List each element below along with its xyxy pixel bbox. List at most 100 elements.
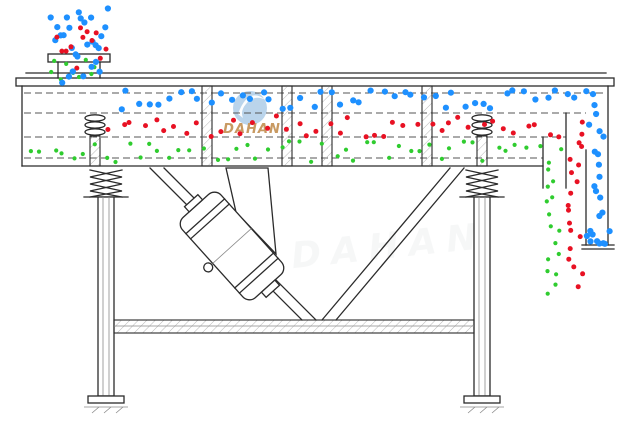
medium-discharge-column-particle [577,234,583,240]
feed-stream-medium-particle [78,25,83,31]
feed-stream-medium-particle [59,48,65,54]
feed-stream-coarse-particle [98,33,105,40]
stiffener-1 [201,85,213,167]
feed-stream-coarse-particle [63,14,70,21]
bottom-deck-fine-particle [409,148,414,154]
bottom-deck-fine-particle [446,146,452,151]
bottom-deck-fine-particle [417,149,422,154]
bottom-deck-fine-particle [286,139,292,144]
mid-deck-medium-particle [445,120,451,126]
top-deck-coarse-particle [279,105,286,112]
top-deck-coarse-particle [504,90,511,97]
mid-deck-medium-particle [337,130,343,136]
top-deck-coarse-particle [391,93,398,100]
top-deck-coarse-particle [118,106,125,113]
mid-deck-medium-particle [208,134,214,139]
fine-discharge-column-particle [546,167,551,172]
top-deck-coarse-particle [520,88,528,95]
fine-discharge-column-particle [550,195,555,200]
bottom-deck-fine-particle [154,148,159,153]
coarse-discharge-column-particle [595,161,603,168]
feed-stream-fine-particle [49,69,54,75]
top-deck-coarse-particle [146,101,153,108]
top-deck-coarse-particle [432,92,439,100]
bottom-deck-fine-particle [113,159,118,165]
top-deck-coarse-particle [166,95,173,102]
mid-deck-medium-particle [400,123,406,128]
isolation-mount-right [471,114,493,167]
screen-lid [15,77,615,87]
mid-deck-medium-particle [237,131,243,137]
motor-bracket [225,167,277,256]
mid-deck-medium-particle [122,122,128,128]
coarse-discharge-pile-particle [587,238,594,245]
mid-deck-medium-particle [273,113,279,119]
top-deck-coarse-particle [509,87,516,94]
bottom-deck-fine-particle [128,141,133,146]
coarse-discharge-pile-particle [583,232,591,240]
medium-discharge-column-particle [565,203,571,208]
top-deck-coarse-particle [287,104,294,111]
feed-stream-medium-particle [89,38,95,43]
mid-deck-medium-particle [465,124,471,130]
mid-deck-medium-particle [372,132,377,138]
feed-stream-coarse-particle [95,45,102,52]
fine-discharge-column-particle [559,147,564,152]
medium-discharge-column-particle [566,256,572,262]
bottom-deck-fine-particle [36,149,42,154]
bottom-deck-fine-particle [297,139,302,144]
medium-discharge-column-particle [568,227,574,233]
bottom-deck-fine-particle [350,158,356,163]
feed-stream-medium-particle [63,48,69,54]
bottom-deck-fine-particle [80,151,85,157]
coarse-discharge-column-particle [591,183,598,190]
top-deck-coarse-particle [447,89,454,96]
bottom-deck-fine-particle [396,143,401,149]
mid-deck-medium-particle [500,126,506,132]
top-deck-coarse-particle [122,87,129,94]
top-deck-coarse-particle [367,87,374,94]
mid-deck-medium-particle [531,122,537,128]
medium-discharge-column-particle [571,264,577,270]
medium-discharge-column-particle [567,156,573,162]
feed-stream-medium-particle [93,30,99,36]
top-deck-coarse-particle [551,87,559,94]
coarse-discharge-column-particle [593,110,600,118]
bottom-deck-fine-particle [319,141,324,146]
mid-deck-medium-particle [161,128,167,134]
brand-logo: DAHAN [223,91,280,137]
mid-deck-medium-particle [389,119,395,125]
bottom-deck-fine-particle [54,148,59,153]
fine-discharge-column-particle [544,199,549,204]
fine-discharge-column-particle [553,282,558,287]
top-deck-coarse-particle [178,89,185,96]
top-deck-coarse-particle [589,91,597,98]
fine-discharge-column-particle [545,291,550,296]
particles-layer [28,5,613,296]
motor-end-cap [260,279,281,299]
top-deck-coarse-particle [311,103,318,110]
bottom-deck-fine-particle [280,145,285,150]
feed-duct-coarse-particle [92,58,99,65]
top-deck-coarse-particle [239,92,246,99]
top-deck-coarse-particle [336,101,344,108]
feed-stream-coarse-particle [75,9,82,16]
feed-duct-coarse-particle [59,79,66,86]
bottom-deck-fine-particle [335,154,340,159]
top-deck-coarse-particle [486,105,494,112]
coarse-discharge-column-particle [591,102,598,109]
bottom-deck-fine-particle [512,142,517,147]
top-deck-coarse-particle [193,95,200,102]
mid-deck-medium-particle [105,127,111,132]
bottom-deck-fine-particle [28,149,33,154]
fine-discharge-column-particle [556,251,561,257]
mid-deck-medium-particle [439,128,445,133]
top-deck-coarse-particle [355,99,362,106]
stiffener-2 [281,85,293,167]
feed-stream-coarse-particle [60,32,67,39]
mid-deck-medium-particle [415,121,421,127]
bottom-deck-fine-particle [480,158,485,163]
bottom-deck-fine-particle [92,142,97,147]
coarse-discharge-pile-particle [601,240,609,247]
